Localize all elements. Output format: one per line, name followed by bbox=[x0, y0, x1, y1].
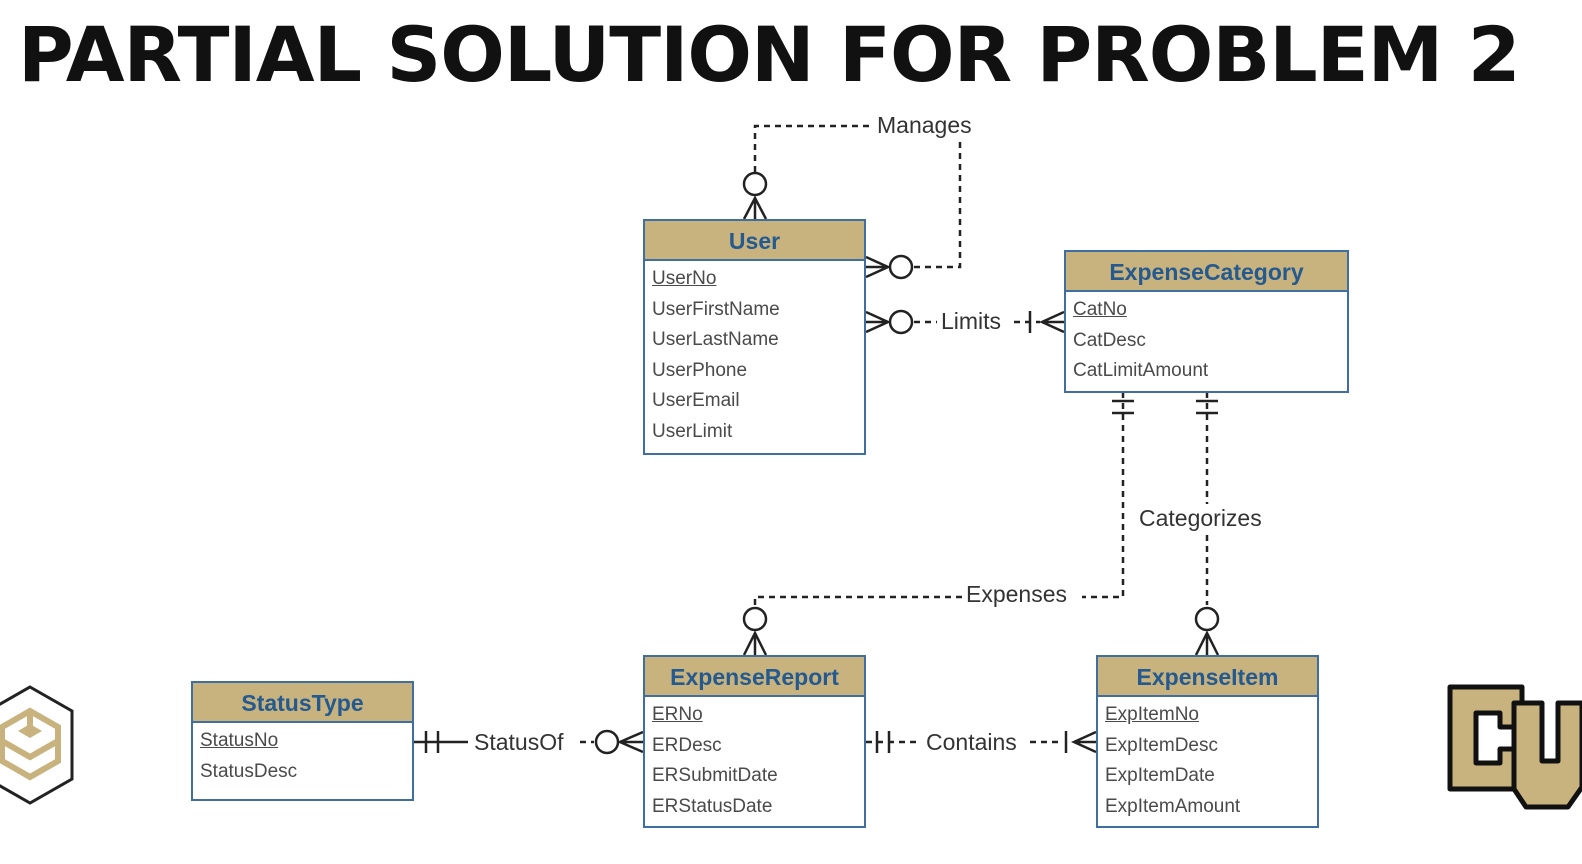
attribute: UserEmail bbox=[652, 390, 740, 411]
expenses-line bbox=[1082, 392, 1125, 599]
expenses-line-left bbox=[753, 595, 962, 607]
limits-category-crowsfoot bbox=[1038, 310, 1065, 334]
entity-name: User bbox=[645, 221, 864, 261]
contains-report-bars bbox=[875, 731, 891, 753]
entity-expense-item: ExpenseItem ExpItemNo ExpItemDesc ExpIte… bbox=[1096, 655, 1319, 828]
primary-key-attribute: StatusNo bbox=[200, 730, 279, 751]
attribute: UserPhone bbox=[652, 359, 748, 381]
attribute: UserLastName bbox=[652, 329, 779, 350]
cu-logo bbox=[1447, 684, 1582, 810]
relationship-label-expenses: Expenses bbox=[962, 580, 1072, 608]
attribute: ExpItemDesc bbox=[1105, 734, 1218, 756]
attribute: StatusDesc bbox=[200, 760, 298, 782]
stacked-book-hexagon-logo bbox=[0, 685, 74, 805]
entity-expense-report: ExpenseReport ERNo ERDesc ERSubmitDate E… bbox=[643, 655, 866, 828]
manages-user-crowsfoot bbox=[742, 195, 768, 220]
attribute: CatLimitAmount bbox=[1073, 360, 1209, 381]
entity-status-type: StatusType StatusNo StatusDesc bbox=[191, 681, 414, 801]
entity-user: User UserNo UserFirstName UserLastName U… bbox=[643, 219, 866, 455]
entity-name: ExpenseItem bbox=[1098, 657, 1317, 697]
page-title: PARTIAL SOLUTION FOR PROBLEM 2 bbox=[18, 10, 1521, 99]
statusof-status-bars bbox=[424, 731, 440, 753]
statusof-report-crowsfoot bbox=[616, 730, 644, 754]
categorizes-category-bars bbox=[1196, 399, 1218, 415]
attribute: CatDesc bbox=[1073, 329, 1146, 351]
attribute: ERStatusDate bbox=[652, 795, 773, 817]
relationship-label-manages: Manages bbox=[873, 111, 976, 139]
categorizes-item-circle bbox=[1194, 606, 1220, 632]
primary-key-attribute: ERNo bbox=[652, 704, 703, 725]
manages-line bbox=[753, 124, 872, 172]
primary-key-attribute: CatNo bbox=[1073, 299, 1127, 320]
entity-expense-category: ExpenseCategory CatNo CatDesc CatLimitAm… bbox=[1064, 250, 1349, 393]
statusof-report-circle bbox=[594, 729, 620, 755]
primary-key-attribute: ExpItemNo bbox=[1105, 704, 1199, 725]
limits-user-circle bbox=[888, 309, 914, 335]
expenses-report-crowsfoot bbox=[742, 630, 768, 656]
relationship-label-limits: Limits bbox=[937, 307, 1006, 335]
attribute: UserLimit bbox=[652, 420, 733, 442]
manages-line-right bbox=[914, 124, 966, 269]
expenses-category-bars bbox=[1112, 399, 1134, 415]
relationship-label-categorizes: Categorizes bbox=[1135, 504, 1266, 532]
relationship-label-contains: Contains bbox=[922, 728, 1021, 756]
attribute: UserFirstName bbox=[652, 298, 780, 320]
contains-item-crowsfoot bbox=[1070, 730, 1097, 754]
limits-user-crowsfoot bbox=[865, 310, 892, 334]
primary-key-attribute: UserNo bbox=[652, 268, 717, 289]
manages-user-optional-circle bbox=[742, 171, 768, 197]
expenses-report-circle bbox=[742, 606, 768, 632]
attribute: ExpItemAmount bbox=[1105, 795, 1241, 817]
attribute: ExpItemDate bbox=[1105, 765, 1215, 786]
attribute: ERSubmitDate bbox=[652, 765, 778, 786]
relationship-label-statusof: StatusOf bbox=[470, 728, 568, 756]
manages-user-right-crowsfoot bbox=[865, 255, 892, 279]
manages-user-right-circle bbox=[888, 254, 914, 280]
entity-name: ExpenseCategory bbox=[1066, 252, 1347, 292]
entity-name: StatusType bbox=[193, 683, 412, 723]
entity-name: ExpenseReport bbox=[645, 657, 864, 697]
categorizes-item-crowsfoot bbox=[1194, 630, 1220, 656]
attribute: ERDesc bbox=[652, 734, 722, 756]
